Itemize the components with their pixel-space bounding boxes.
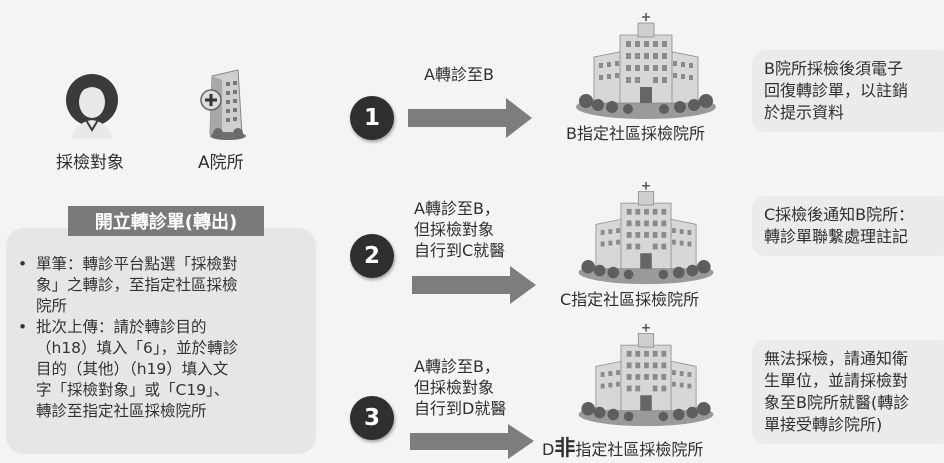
- note-line: 無法採檢，請通知衛: [764, 349, 909, 368]
- step-1-circle: 1: [350, 96, 394, 140]
- instruction-line: 字「採檢對象」或「C19」、: [36, 381, 230, 399]
- patient-label: 採檢對象: [56, 153, 124, 173]
- instruction-line: 目的（其他）（h19）填入文: [36, 360, 229, 378]
- hospital-label-text: B指定社區採檢院所: [566, 124, 705, 143]
- step-1-hospital-icon: [572, 8, 720, 124]
- instruction-line: 象」之轉診，至指定社區採檢: [36, 276, 238, 294]
- step-2-hospital-icon: [572, 180, 720, 286]
- step-2-hospital-label: C指定社區採檢院所: [560, 286, 699, 310]
- instruction-line: 院所: [36, 297, 68, 315]
- instruction-line: 批次上傳：請於轉診目的: [36, 318, 207, 336]
- flow-line: A轉診至B，: [414, 199, 500, 218]
- bullet: •: [18, 255, 28, 273]
- note-line: 於提示資料: [764, 103, 845, 122]
- flow-line: A轉診至B: [424, 65, 494, 84]
- clinic-label: A院所: [198, 153, 244, 173]
- instruction-line: （h18）填入「6」，並於轉診: [36, 339, 239, 357]
- note-line: 回復轉診單，以註銷: [764, 81, 909, 100]
- hospital-label-non: 非: [554, 436, 576, 460]
- step-3-arrow-icon: [410, 424, 534, 459]
- flow-line: A轉診至B，: [414, 357, 500, 376]
- instruction-line: 轉診至指定社區採檢院所: [36, 402, 207, 420]
- instruction-title: 開立轉診單(轉出): [68, 206, 264, 236]
- patient-icon: [62, 72, 122, 140]
- step-2-circle: 2: [350, 234, 394, 278]
- hospital-label-text: C指定社區採檢院所: [560, 290, 700, 309]
- step-2-note: C採檢後通知B院所： 轉診單聯繫處理註記: [752, 196, 944, 256]
- hospital-label-prefix: D: [542, 440, 555, 459]
- step-3-hospital-icon: [572, 322, 720, 428]
- step-1-flow-text: A轉診至B: [424, 64, 494, 85]
- step-2-arrow-icon: [412, 266, 536, 304]
- step-2-flow-text: A轉診至B， 但採檢對象 自行到C就醫: [414, 198, 505, 261]
- instruction-item-single: • 單筆：轉診平台點選「採檢對 象」之轉診，至指定社區採檢 院所: [18, 254, 310, 317]
- note-line: C採檢後通知B院所：: [764, 205, 915, 224]
- instruction-line: 單筆：轉診平台點選「採檢對: [36, 255, 238, 273]
- note-line: 象至B院所就醫(轉診: [764, 393, 910, 412]
- step-3-note: 無法採檢，請通知衛 生單位，並請採檢對 象至B院所就醫(轉診 單接受轉診院所): [752, 340, 944, 444]
- note-line: 單接受轉診院所): [764, 415, 883, 434]
- clinic-building-icon: [198, 66, 250, 142]
- instruction-item-batch: • 批次上傳：請於轉診目的 （h18）填入「6」，並於轉診 目的（其他）（h19…: [18, 317, 310, 422]
- flow-line: 自行到D就醫: [414, 399, 507, 418]
- hospital-label-text: 指定社區採檢院所: [575, 440, 704, 459]
- step-3-circle: 3: [350, 396, 394, 440]
- flow-line: 但採檢對象: [414, 220, 495, 239]
- step-3-hospital-label: D非指定社區採檢院所: [542, 432, 703, 462]
- step-1-hospital-label: B指定社區採檢院所: [566, 120, 705, 144]
- flow-line: 但採檢對象: [414, 378, 495, 397]
- step-1-arrow-icon: [408, 98, 532, 138]
- instruction-panel: [6, 228, 316, 454]
- bullet: •: [18, 318, 28, 336]
- instruction-list: • 單筆：轉診平台點選「採檢對 象」之轉診，至指定社區採檢 院所 • 批次上傳：…: [18, 254, 310, 422]
- flow-line: 自行到C就醫: [414, 241, 506, 260]
- note-line: B院所採檢後須電子: [764, 59, 903, 78]
- step-3-flow-text: A轉診至B， 但採檢對象 自行到D就醫: [414, 356, 506, 419]
- note-line: 轉診單聯繫處理註記: [764, 227, 909, 246]
- note-line: 生單位，並請採檢對: [764, 371, 909, 390]
- step-1-note: B院所採檢後須電子 回復轉診單，以註銷 於提示資料: [752, 50, 944, 132]
